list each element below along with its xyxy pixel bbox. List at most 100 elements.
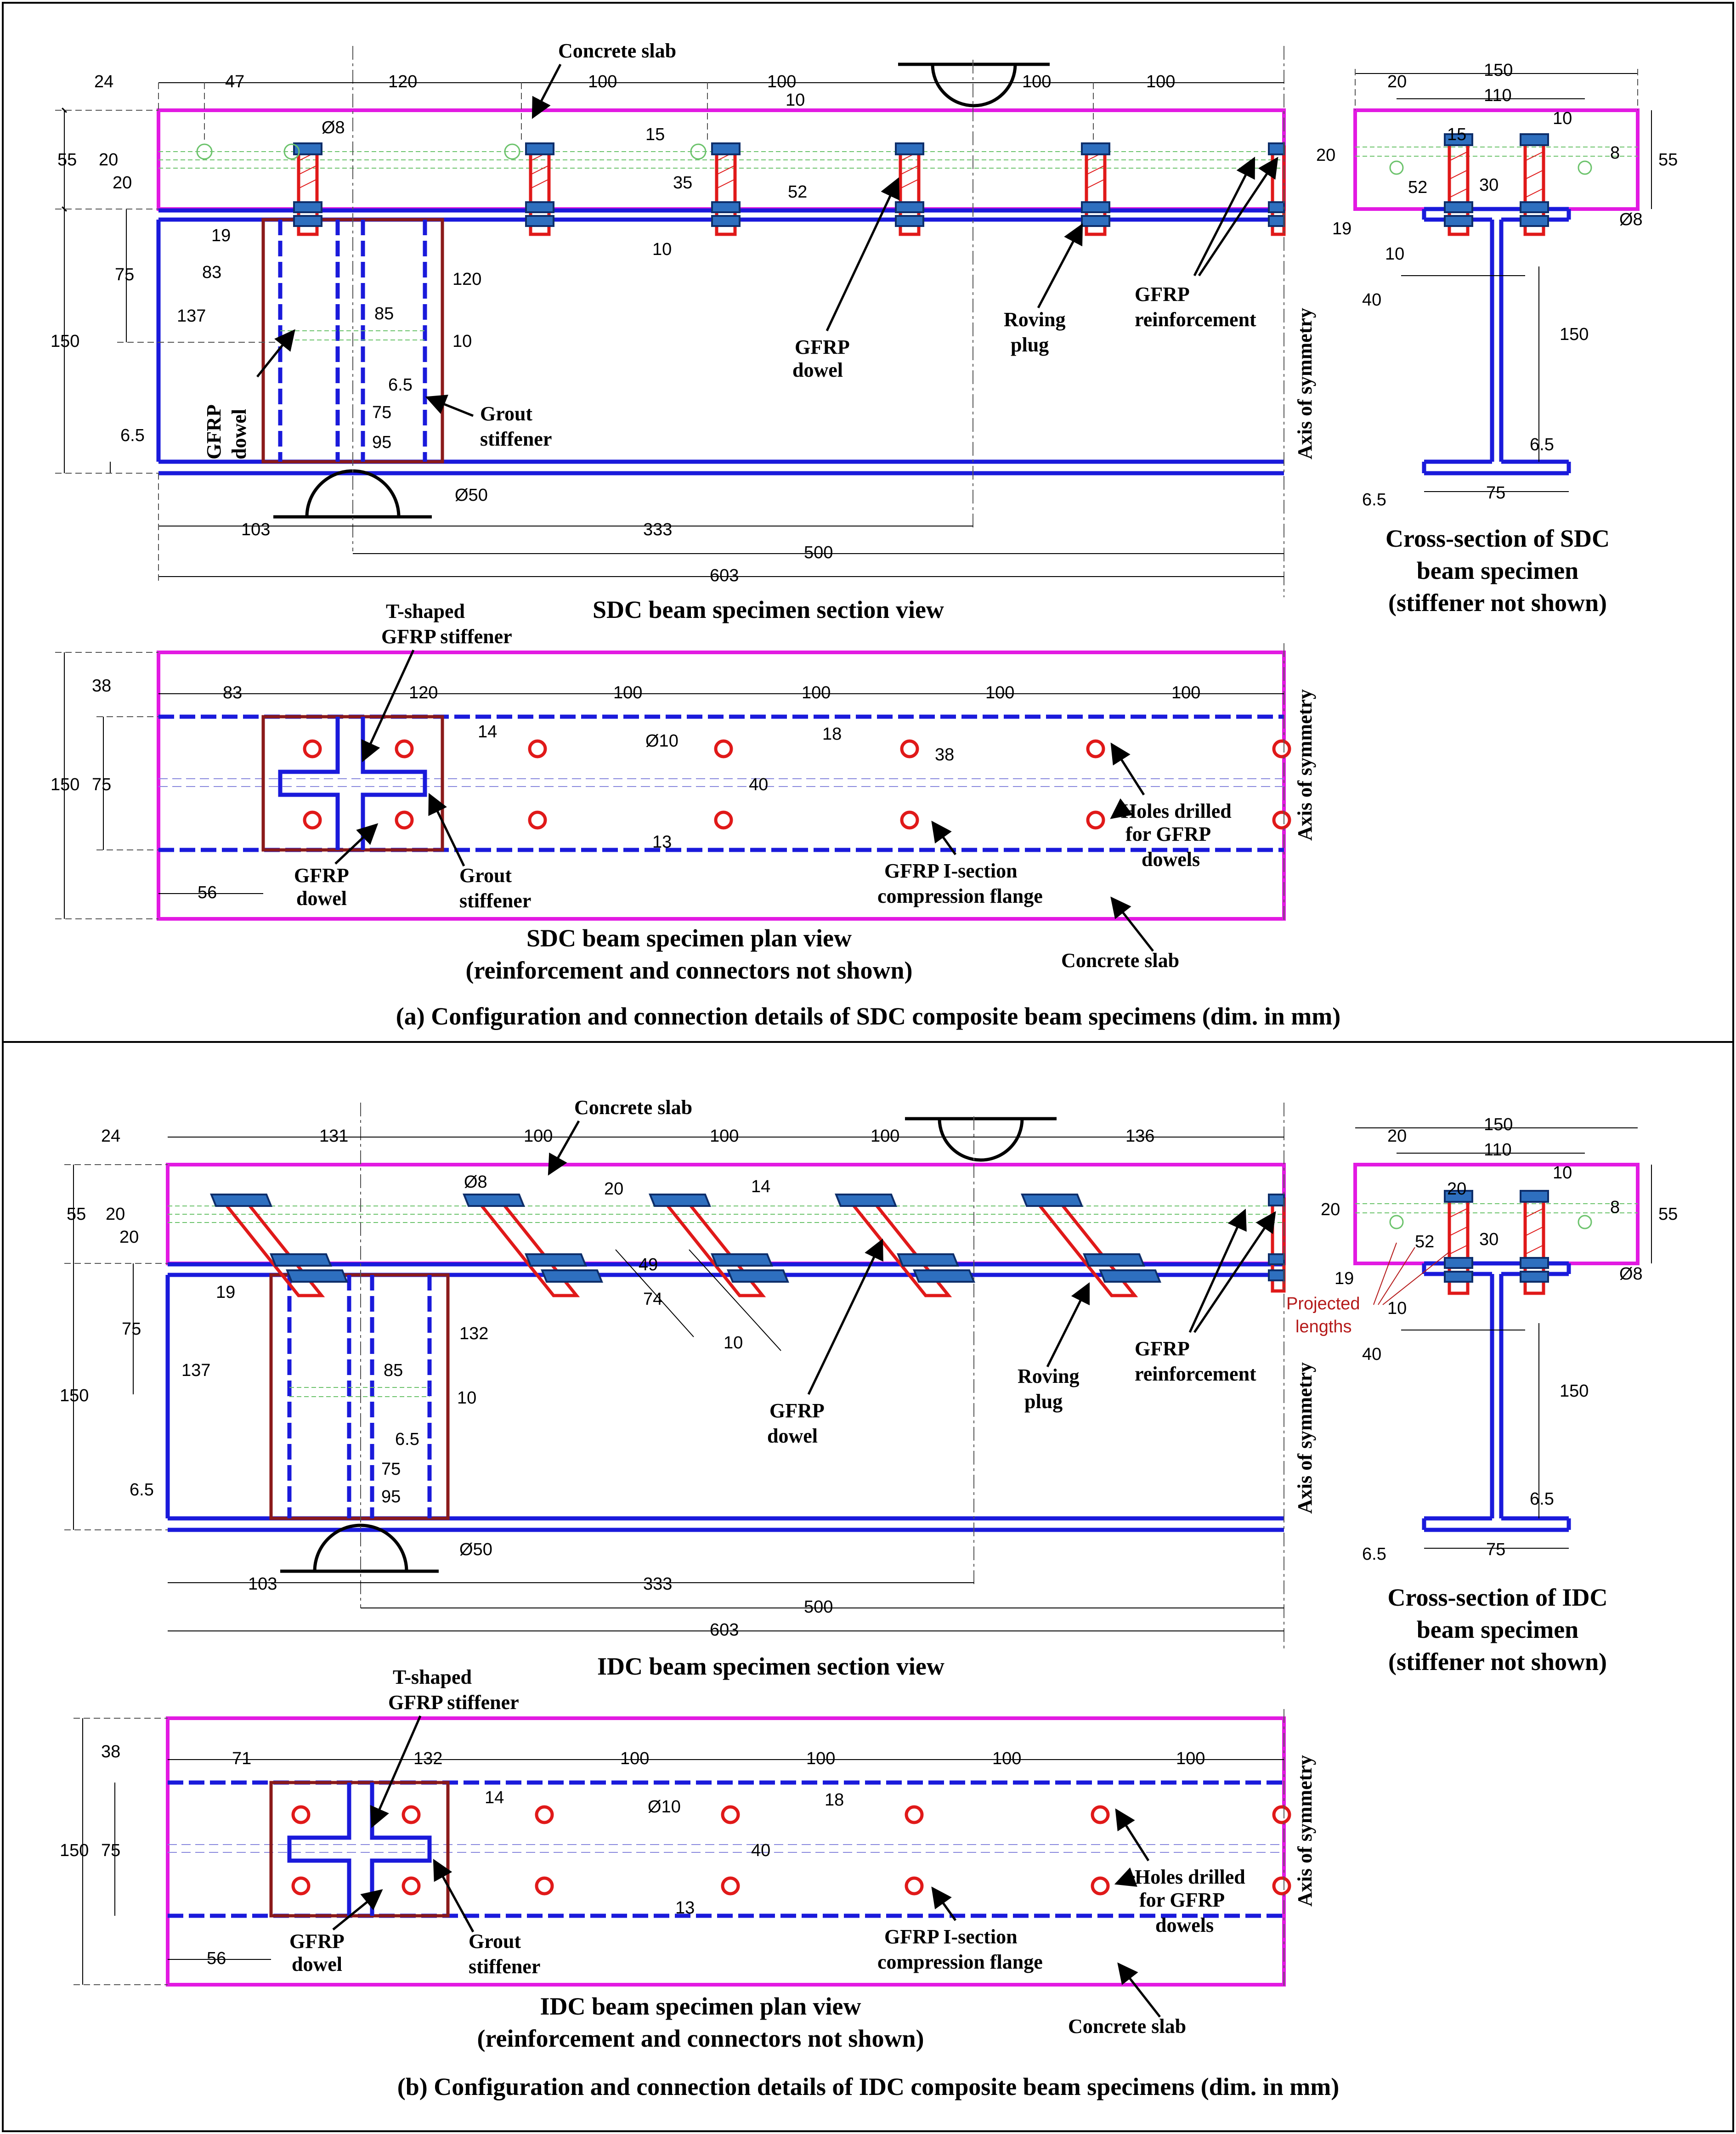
label-axis-of-symmetry: Axis of symmetry (1294, 689, 1316, 841)
label-gfrp-dowel-vertical: dowel (228, 409, 250, 459)
dim-150: 150 (1484, 61, 1513, 80)
cross-section-title: Cross-section of SDC (1385, 525, 1610, 552)
dim-100: 100 (710, 1126, 739, 1146)
dim-10: 10 (786, 91, 805, 110)
panel-a-caption: (a) Configuration and connection details… (396, 1002, 1340, 1030)
dim-6-5: 6.5 (1530, 435, 1554, 454)
dim-24: 24 (101, 1126, 120, 1146)
dim-30: 30 (1479, 1230, 1499, 1249)
label-flange: compression flange (877, 1951, 1043, 1973)
dim-13: 13 (675, 1898, 695, 1918)
dim-phi8: Ø8 (322, 118, 345, 137)
dim-603: 603 (710, 1620, 739, 1640)
gfrp-dowel-5 (1081, 142, 1110, 236)
cross-section-title: beam specimen (1417, 557, 1578, 584)
dim-20: 20 (106, 1205, 125, 1224)
label-t-shaped: GFRP stiffener (381, 625, 512, 648)
dim-500: 500 (804, 543, 833, 562)
label-grout-stiffener: stiffener (480, 428, 552, 450)
dim-85: 85 (384, 1361, 403, 1380)
label-t-shaped: GFRP stiffener (388, 1691, 519, 1714)
label-roving-plug: plug (1011, 334, 1049, 356)
dim-110: 110 (1484, 1140, 1512, 1160)
label-concrete-slab: Concrete slab (574, 1096, 692, 1119)
dim-6-5: 6.5 (1362, 490, 1386, 509)
dim-30: 30 (1479, 175, 1499, 195)
cross-section-title: (stiffener not shown) (1388, 589, 1607, 617)
dim-phi10: Ø10 (645, 731, 679, 751)
dim-40: 40 (749, 775, 768, 794)
gfrp-dowel-4 (895, 142, 924, 236)
panel-a-plan-view: 38 83 120 100 100 100 100 14 Ø10 18 38 1… (51, 600, 1316, 984)
label-holes-drilled: for GFRP (1139, 1889, 1225, 1911)
dim-55: 55 (1658, 150, 1678, 170)
gfrp-dowel-6 (1268, 142, 1286, 236)
dim-10: 10 (652, 240, 672, 259)
dim-75: 75 (92, 775, 111, 794)
label-axis-of-symmetry: Axis of symmetry (1294, 1362, 1316, 1514)
dim-95: 95 (381, 1487, 401, 1506)
inclined-gfrp-dowel-1 (210, 1194, 348, 1297)
dowel-hole (1272, 810, 1291, 830)
section-view-title: SDC beam specimen section view (593, 596, 944, 623)
dim-phi50: Ø50 (455, 486, 488, 505)
dim-333: 333 (643, 1574, 672, 1594)
label-plan-gfrp-dowel: dowel (292, 1953, 342, 1976)
dim-8: 8 (1610, 1198, 1620, 1217)
dim-55: 55 (67, 1205, 86, 1224)
dim-52: 52 (1415, 1232, 1434, 1251)
dim-83: 83 (223, 683, 242, 702)
dim-100: 100 (767, 72, 796, 91)
gfrp-dowel-3 (711, 142, 741, 236)
dim-83: 83 (202, 263, 221, 282)
dim-100: 100 (613, 683, 642, 702)
dim-40: 40 (751, 1841, 770, 1860)
label-plan-gfrp-dowel: GFRP (294, 864, 349, 887)
dim-103: 103 (241, 520, 270, 539)
dim-20: 20 (1447, 1179, 1466, 1199)
label-holes-drilled: Holes drilled (1135, 1866, 1245, 1888)
panel-a-section-view: 24 47 120 100 100 100 100 55 20 20 Ø8 15… (51, 40, 1316, 623)
dim-20: 20 (119, 1228, 139, 1247)
label-flange: GFRP I-section (884, 1925, 1018, 1948)
dowel-hole (1086, 739, 1105, 759)
dim-6-5: 6.5 (395, 1430, 419, 1449)
dim-6-5: 6.5 (388, 375, 413, 395)
dowel-hole (395, 739, 414, 759)
dim-100: 100 (806, 1749, 835, 1768)
inclined-gfrp-dowel-5 (1021, 1194, 1161, 1297)
dim-75: 75 (1486, 1540, 1505, 1559)
dim-15: 15 (1447, 125, 1466, 144)
label-roving-plug: Roving (1018, 1365, 1079, 1387)
inclined-gfrp-dowel-2 (463, 1194, 603, 1297)
label-gfrp-reinforcement: GFRP (1135, 1337, 1190, 1360)
label-plan-grout: Grout (459, 864, 512, 887)
dim-150: 150 (60, 1386, 89, 1405)
panel-b-plan-view: 38 71 132 100 100 100 100 14 Ø10 18 150 … (60, 1666, 1316, 2052)
dim-phi8: Ø8 (1619, 210, 1643, 229)
dim-10: 10 (724, 1333, 743, 1353)
inclined-gfrp-dowel-4 (835, 1194, 975, 1297)
label-gfrp-reinforcement: GFRP (1135, 283, 1190, 306)
dim-75: 75 (115, 265, 134, 284)
plan-view-title: SDC beam specimen plan view (526, 924, 852, 952)
dim-71: 71 (232, 1749, 251, 1768)
dowel-hole (395, 810, 414, 830)
dim-75: 75 (372, 403, 391, 422)
dim-100: 100 (1146, 72, 1175, 91)
label-flange: compression flange (877, 885, 1043, 907)
plan-view-subtitle: (reinforcement and connectors not shown) (466, 957, 913, 984)
dim-20: 20 (1321, 1200, 1340, 1219)
label-plan-grout: stiffener (459, 889, 531, 912)
cross-section-title: (stiffener not shown) (1388, 1648, 1607, 1676)
label-gfrp-dowel-vertical: GFRP (203, 404, 225, 459)
dim-38: 38 (92, 676, 111, 696)
dim-19: 19 (211, 226, 231, 245)
dim-100: 100 (802, 683, 831, 702)
dim-6-5: 6.5 (1362, 1545, 1386, 1564)
dowel-hole (303, 810, 322, 830)
dim-150: 150 (1484, 1115, 1513, 1134)
label-holes-drilled: dowels (1155, 1914, 1214, 1936)
dim-500: 500 (804, 1597, 833, 1617)
panel-b-section-view: 24 131 100 100 100 136 55 20 20 Ø8 20 14… (60, 1096, 1316, 1680)
